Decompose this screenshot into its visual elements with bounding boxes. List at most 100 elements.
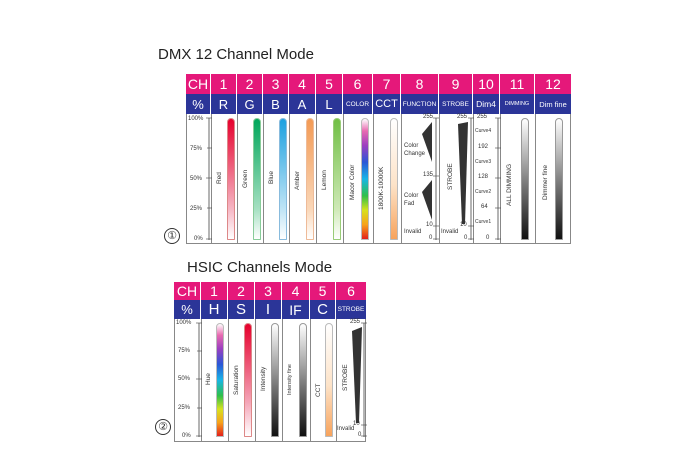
function-change-wedge <box>422 122 432 162</box>
hsic-strobe-tick-255: 255 <box>350 319 361 325</box>
hsic-scale-column: 100% 75% 50% 25% 0% <box>175 319 202 441</box>
dmx-param-function: FUNCTION <box>401 94 439 114</box>
dim-fine-gradient-bar <box>555 118 563 240</box>
func-tick-135: 135 <box>423 172 434 178</box>
func-color-change: Color Change <box>404 143 426 157</box>
red-label: Red <box>216 172 223 184</box>
dmx-ch-5: 5 <box>316 74 343 94</box>
hsic-strobe-invalid: Invalid <box>337 426 355 432</box>
hsic-ch-label: CH <box>174 282 201 300</box>
hsic-col-intensity: Intensity <box>256 319 283 441</box>
hsic-col-strobe: 255 10 0 STROBE Invalid <box>337 319 367 441</box>
func-tick-0: 0 <box>429 235 433 241</box>
hsic-param-i: I <box>255 300 282 319</box>
dmx-col-amber: Amber <box>290 114 317 243</box>
hsic-scale-25: 25% <box>178 405 191 411</box>
hsic-strobe-ruler <box>352 322 367 437</box>
hsic-param-row: % H S I IF C STROBE <box>174 300 366 319</box>
hsic-ch-5: 5 <box>310 282 336 300</box>
dim4-ruler <box>495 117 501 240</box>
hsic-pct-label: % <box>174 300 201 319</box>
strobe-tick-0: 0 <box>464 235 468 241</box>
hue-spectrum-bar <box>216 323 224 437</box>
dmx-param-a: A <box>289 94 316 114</box>
dmx-mode-title: DMX 12 Channel Mode <box>158 46 314 63</box>
strobe-tick-10: 10 <box>460 222 467 228</box>
hsic-param-if: IF <box>282 300 310 319</box>
dim4-tick-128: 128 <box>478 174 489 180</box>
hsic-cct-label: CCT <box>315 383 322 397</box>
func-invalid: Invalid <box>404 229 422 235</box>
dim4-curve4: Curve4 <box>475 128 492 134</box>
dmx-ch-9: 9 <box>439 74 473 94</box>
hsic-col-intensity-fine: Intensity fine <box>283 319 311 441</box>
hsic-param-c: C <box>310 300 336 319</box>
dimming-gradient-bar <box>521 118 529 240</box>
func-tick-10: 10 <box>426 222 433 228</box>
dmx-badge: ① <box>164 228 180 244</box>
dmx-col-dim4: 255 Curve4 192 Curve3 128 Curve2 64 Curv… <box>474 114 501 243</box>
dmx-ch-label: CH <box>186 74 211 94</box>
dim4-curve1: Curve1 <box>475 219 492 225</box>
dmx-param-color: COLOR <box>343 94 373 114</box>
dim4-curve3: Curve3 <box>475 159 492 165</box>
dmx-chart-body: 100% 75% 50% 25% 0% Red Green <box>186 114 571 244</box>
dim4-tick-64: 64 <box>481 204 488 210</box>
strobe-tick-255: 255 <box>457 114 468 120</box>
dmx-ch-3: 3 <box>263 74 289 94</box>
dim4-tick-0: 0 <box>486 235 490 241</box>
hsic-ch-row: CH 1 2 3 4 5 6 <box>174 282 366 300</box>
dmx-param-row: % R G B A L COLOR CCT FUNCTION STROBE Di… <box>186 94 571 114</box>
intensity-label: Intensity <box>260 366 267 391</box>
dmx-ch-10: 10 <box>473 74 500 94</box>
dmx-param-l: L <box>316 94 343 114</box>
dmx-scale-50: 50% <box>190 176 203 182</box>
dmx-param-g: G <box>237 94 263 114</box>
hsic-strobe-tick-10: 10 <box>353 421 360 427</box>
hsic-ch-3: 3 <box>255 282 282 300</box>
dmx-scale-ruler <box>206 117 212 240</box>
strobe-wedge <box>458 122 468 224</box>
dmx-col-function: 255 135 10 0 Color Change Color Fad Inva… <box>402 114 440 243</box>
hsic-cct-gradient-bar <box>325 323 333 437</box>
dmx-col-lemon: Lemon <box>317 114 344 243</box>
hsic-param-h: H <box>201 300 228 319</box>
dmx-col-color: Macor Color <box>344 114 374 243</box>
dmx-col-strobe: 255 10 0 STROBE Invalid <box>440 114 474 243</box>
dimmer-fine-label: Dimmer fine <box>542 164 549 200</box>
green-label: Green <box>242 169 249 188</box>
hsic-strobe-label: STROBE <box>342 364 349 391</box>
hsic-strobe-wedge <box>352 327 362 423</box>
amber-gradient-bar <box>306 118 314 240</box>
func-tick-255: 255 <box>423 114 434 120</box>
dmx-ch-6: 6 <box>343 74 373 94</box>
dmx-param-dimming: DIMMING <box>500 94 535 114</box>
dmx-param-dim4: Dim4 <box>473 94 500 114</box>
hsic-chart-body: 100% 75% 50% 25% 0% Hue Saturation <box>174 319 367 442</box>
dmx-ch-1: 1 <box>211 74 237 94</box>
dmx-ch-12: 12 <box>545 76 561 92</box>
hue-label: Hue <box>205 373 212 385</box>
blue-gradient-bar <box>279 118 287 240</box>
dmx-param-r: R <box>211 94 237 114</box>
macor-color-label: Macor Color <box>349 164 356 200</box>
dmx-channel-table: CH 1 2 3 4 5 6 7 8 9 10 11 12 % R G B A … <box>186 74 571 244</box>
intensity-fine-gradient-bar <box>299 323 307 437</box>
hsic-badge: ② <box>155 419 171 435</box>
hsic-scale-0: 0% <box>182 433 191 439</box>
hsic-ch-4: 4 <box>282 282 310 300</box>
hsic-mode-title: HSIC Channels Mode <box>187 259 333 276</box>
strobe-label: STROBE <box>447 163 454 190</box>
hsic-col-hue: Hue <box>202 319 229 441</box>
hsic-ch-6: 6 <box>347 283 355 299</box>
dmx-col-red: Red <box>212 114 238 243</box>
dmx-pct-label: % <box>186 94 211 114</box>
cct-gradient-bar <box>390 118 398 240</box>
hsic-strobe-tick-0: 0 <box>358 432 362 438</box>
hsic-col-saturation: Saturation <box>229 319 256 441</box>
dmx-scale-25: 25% <box>190 206 203 212</box>
dmx-param-dim-fine: Dim fine <box>539 99 567 109</box>
dim4-tick-255: 255 <box>477 114 488 120</box>
hsic-channel-table: CH 1 2 3 4 5 6 % H S I IF C STROBE 100% … <box>174 282 367 442</box>
dmx-col-dimming: ALL DIMMING <box>501 114 536 243</box>
